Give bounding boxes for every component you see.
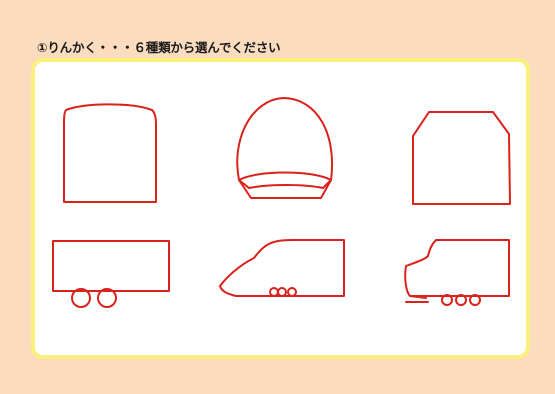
outline-option-octagon[interactable] [409, 108, 514, 206]
snub-nose-outline-icon [404, 239, 510, 306]
octagon-outline-icon [412, 111, 511, 205]
outline-selection-panel [31, 58, 530, 359]
outline-option-bullet-nose[interactable] [233, 94, 338, 206]
outline-option-rounded-top[interactable] [60, 100, 160, 205]
box-car-outline-icon [52, 240, 170, 308]
instruction-heading: ①りんかく・・・６種類から選んでください [37, 40, 281, 55]
outline-option-snub-nose[interactable] [400, 236, 512, 308]
outline-option-shinkansen[interactable] [216, 236, 348, 302]
shinkansen-outline-icon [219, 239, 345, 297]
outline-option-box-car[interactable] [51, 238, 173, 312]
bullet-nose-outline-icon [236, 97, 333, 199]
rounded-top-outline-icon [63, 103, 157, 203]
